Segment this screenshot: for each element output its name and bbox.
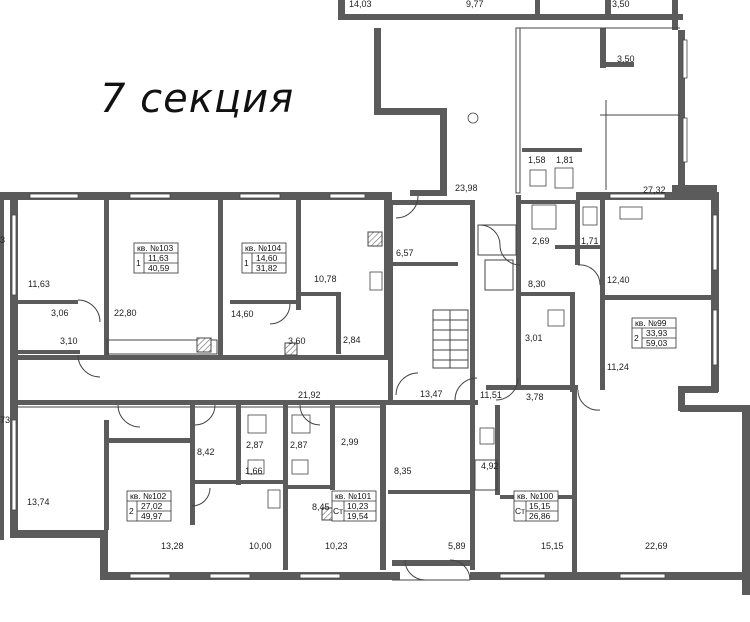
area-label: 3,06 bbox=[51, 308, 69, 318]
apartment-total-area: 31,82 bbox=[256, 263, 278, 273]
area-label: 3,10 bbox=[60, 336, 78, 346]
apartment-rooms: Ст bbox=[333, 506, 343, 516]
area-label: 8,45 bbox=[312, 502, 330, 512]
area-label: 11,24 bbox=[607, 362, 629, 372]
area-label: 15,15 bbox=[541, 541, 564, 551]
apartment-label: кв. №102 bbox=[130, 491, 167, 501]
area-label: 14,03 bbox=[349, 0, 372, 9]
area-label: 1,81 bbox=[556, 155, 574, 165]
area-label: 9,77 bbox=[466, 0, 484, 9]
apartment-living-area: 14,60 bbox=[256, 253, 278, 263]
apartment-label: кв. №103 bbox=[137, 243, 174, 253]
apartment-living-area: 33,93 bbox=[646, 328, 668, 338]
apartment-rooms: 2 bbox=[129, 506, 134, 516]
apartment-box-99[interactable]: кв. №99 2 33,93 59,03 bbox=[631, 317, 677, 349]
area-label: 11,51 bbox=[480, 390, 502, 400]
area-label: 3 bbox=[0, 235, 5, 245]
area-label: 3,50 bbox=[617, 54, 635, 64]
area-label: 21,92 bbox=[298, 390, 321, 400]
area-label: 2,87 bbox=[290, 440, 308, 450]
area-label: 10,00 bbox=[249, 541, 272, 551]
area-label: 8,35 bbox=[394, 466, 412, 476]
area-label: 3,50 bbox=[612, 0, 630, 9]
apartment-total-area: 59,03 bbox=[646, 338, 668, 348]
area-label: 1,58 bbox=[528, 155, 546, 165]
area-label: 2,87 bbox=[246, 440, 264, 450]
apartment-total-area: 19,54 bbox=[347, 511, 369, 521]
area-label: 1,71 bbox=[581, 236, 599, 246]
area-label: 22,80 bbox=[114, 308, 137, 318]
apartment-label: кв. №99 bbox=[635, 318, 667, 328]
area-label: 3,01 bbox=[525, 333, 543, 343]
apartment-living-area: 10,23 bbox=[347, 501, 369, 511]
area-label: 5,89 bbox=[448, 541, 466, 551]
area-label: 8,30 bbox=[528, 279, 546, 289]
area-label: 10,23 bbox=[325, 541, 348, 551]
door-swings bbox=[77, 195, 601, 581]
area-label: 2,69 bbox=[532, 236, 550, 246]
apartment-label: кв. №101 bbox=[335, 491, 372, 501]
apartment-total-area: 40,59 bbox=[148, 263, 170, 273]
area-label: 11,63 bbox=[28, 279, 50, 289]
area-label: 4,92 bbox=[481, 461, 499, 471]
apartment-box-102[interactable]: кв. №102 2 27,02 49,97 bbox=[126, 490, 172, 522]
upper-wing-walls bbox=[338, 0, 717, 196]
area-label: 12,40 bbox=[607, 275, 630, 285]
area-label: 14,60 bbox=[231, 309, 254, 319]
area-label: 1,66 bbox=[245, 466, 263, 476]
apartment-box-104[interactable]: кв. №104 1 14,60 31,82 bbox=[241, 242, 287, 274]
apartment-label: кв. №100 bbox=[517, 491, 554, 501]
area-label: 2,99 bbox=[341, 437, 359, 447]
area-label: 6,57 bbox=[396, 248, 414, 258]
area-label: 22,69 bbox=[645, 541, 668, 551]
apartment-label: кв. №104 bbox=[245, 243, 282, 253]
area-label: 23,98 bbox=[455, 183, 478, 193]
apartment-box-100[interactable]: кв. №100 Ст 15,15 26,86 bbox=[513, 490, 559, 522]
apartment-living-area: 11,63 bbox=[148, 253, 169, 263]
apartment-box-101[interactable]: кв. №101 Ст 10,23 19,54 bbox=[331, 490, 377, 522]
apartment-box-103[interactable]: кв. №103 1 11,63 40,59 bbox=[133, 242, 179, 274]
area-label: 3,78 bbox=[526, 392, 544, 402]
area-label: 13,47 bbox=[420, 389, 443, 399]
area-label: 13,74 bbox=[27, 497, 50, 507]
apartment-rooms: 1 bbox=[136, 258, 141, 268]
apartment-total-area: 26,86 bbox=[529, 511, 551, 521]
apartment-rooms: 2 bbox=[634, 333, 639, 343]
area-label: 8,42 bbox=[197, 447, 215, 457]
area-label: 2,84 bbox=[343, 335, 361, 345]
room-area-labels: 14,03 9,77 3,50 3,50 23,98 1,58 1,81 27,… bbox=[0, 0, 668, 551]
area-label: 3,60 bbox=[288, 336, 306, 346]
area-label: 73 bbox=[0, 415, 10, 425]
outer-walls bbox=[0, 192, 750, 595]
area-label: 13,28 bbox=[161, 541, 184, 551]
apartment-living-area: 15,15 bbox=[529, 501, 551, 511]
area-label: 27,32 bbox=[643, 185, 666, 195]
apartment-total-area: 49,97 bbox=[141, 511, 163, 521]
area-label: 10,78 bbox=[314, 274, 337, 284]
apartment-living-area: 27,02 bbox=[141, 501, 163, 511]
section-title: 7 секция bbox=[100, 76, 295, 122]
apartment-rooms: 1 bbox=[244, 258, 249, 268]
apartment-rooms: Ст bbox=[515, 506, 525, 516]
